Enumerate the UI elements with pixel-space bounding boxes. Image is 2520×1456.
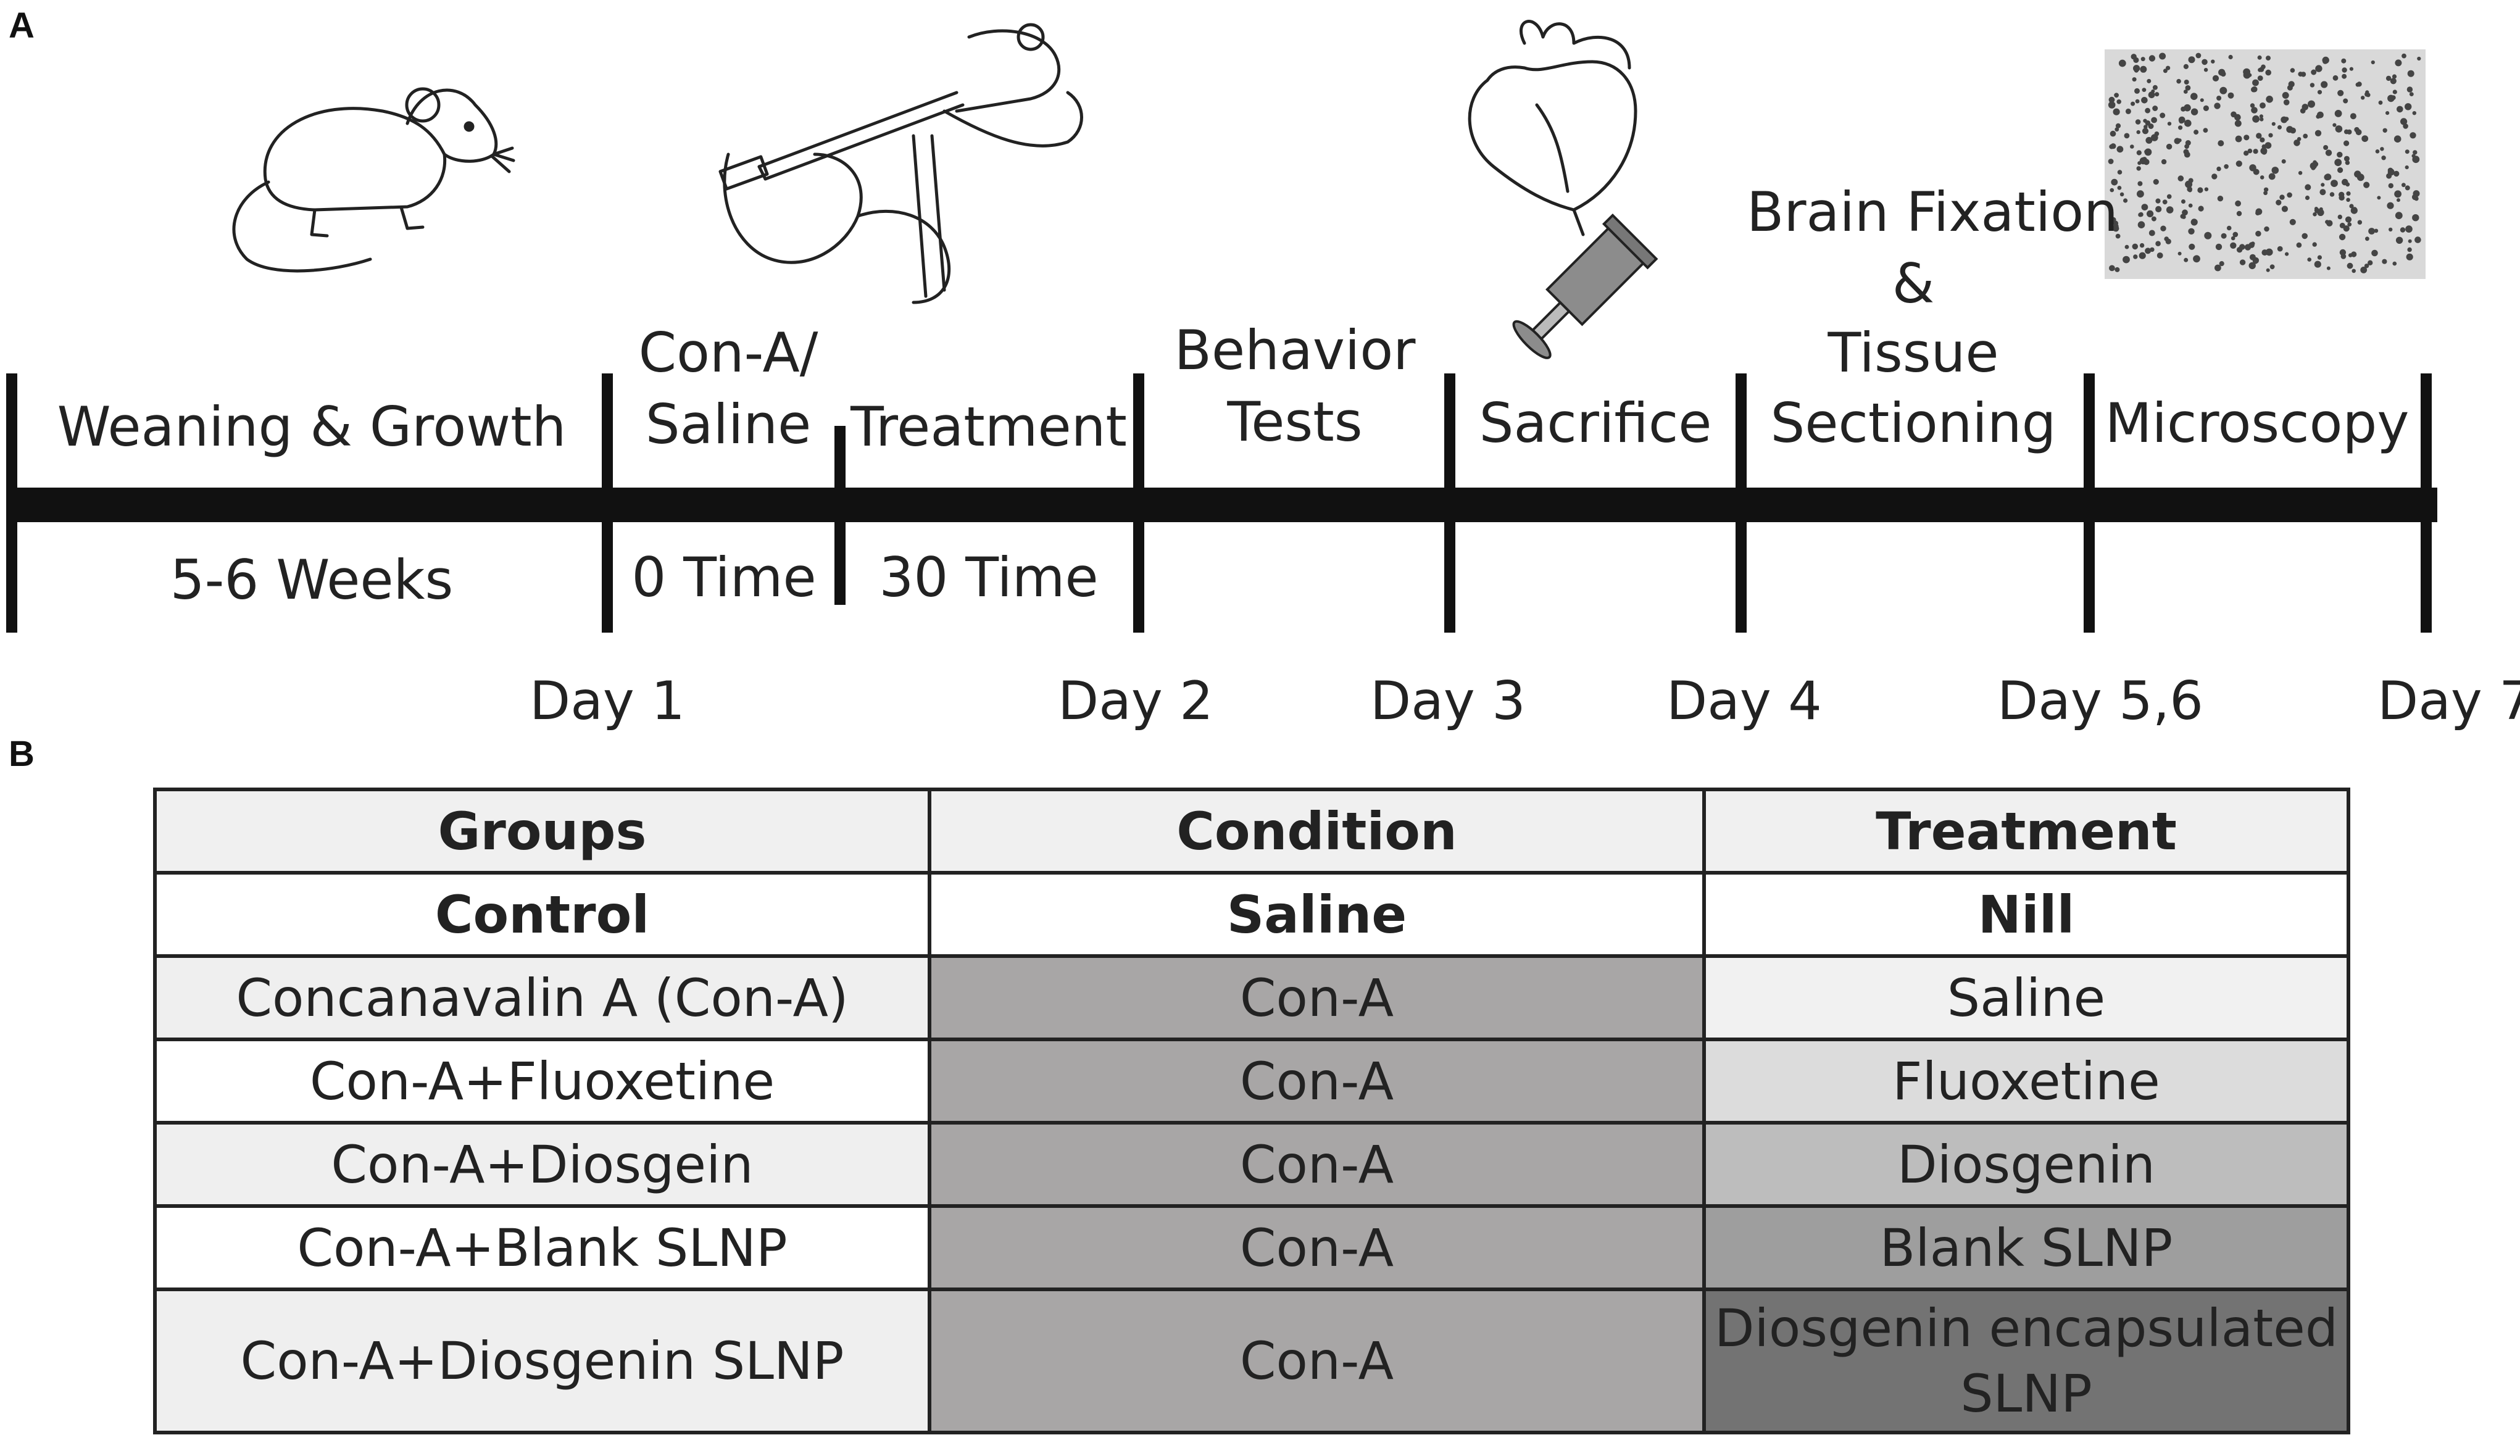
groups-table: Groups Condition Treatment Control Salin… [153, 788, 2350, 1434]
table-row: Con-A+Fluoxetine Con-A Fluoxetine [153, 1038, 2350, 1125]
heart-syringe-icon [1468, 20, 1658, 359]
microscopy-slide-icon [2105, 49, 2426, 279]
stage-brain-line3: Tissue [1828, 321, 1999, 385]
stage-behavior-line2: Tests [1227, 390, 1363, 454]
table-row: Con-A+Diosgenin SLNP Con-A Diosgenin enc… [153, 1288, 2350, 1434]
day-label: Day 1 [530, 670, 685, 732]
day-label: Day 3 [1370, 670, 1526, 732]
day-label: Day 5,6 [1997, 670, 2203, 732]
stage-behavior-line1: Behavior [1174, 318, 1416, 382]
group-cell: Con-A+Diosgenin SLNP [153, 1288, 931, 1434]
treatment-cell: Fluoxetine [1702, 1038, 2350, 1125]
treatment-cell: Saline [1702, 954, 2350, 1041]
treatment-line1: Diosgenin encapsulated [1714, 1298, 2339, 1358]
condition-cell: Saline [928, 871, 1706, 958]
group-cell: Con-A+Diosgein [153, 1121, 931, 1208]
group-cell: Concanavalin A (Con-A) [153, 954, 931, 1041]
table-header-row: Groups Condition Treatment [153, 788, 2350, 875]
condition-cell: Con-A [928, 954, 1706, 1041]
treatment-cell: Nill [1702, 871, 2350, 958]
stage-brain-line1: Brain Fixation [1747, 180, 2118, 244]
duration-zero-time: 0 Time [631, 546, 817, 609]
group-cell: Con-A+Fluoxetine [153, 1038, 931, 1125]
treatment-line2: SLNP [1960, 1363, 2092, 1424]
stage-treatment: Treatment [850, 395, 1127, 459]
stage-brain-line2: & [1892, 252, 1935, 315]
panel-letter-b: B [9, 734, 35, 774]
stage-sacrifice: Sacrifice [1479, 391, 1712, 455]
group-cell: Con-A+Blank SLNP [153, 1204, 931, 1291]
timeline-axis [6, 373, 2437, 633]
panel-letter-a: A [9, 6, 35, 46]
condition-cell: Con-A [928, 1204, 1706, 1291]
stage-brain-line4: Sectioning [1770, 391, 2056, 455]
condition-cell: Con-A [928, 1038, 1706, 1125]
group-cell: Control [153, 871, 931, 958]
day-label: Day 7 [2377, 670, 2520, 732]
duration-weeks: 5-6 Weeks [170, 548, 454, 612]
header-treatment: Treatment [1702, 788, 2350, 875]
day-label: Day 2 [1058, 670, 1213, 732]
header-groups: Groups [153, 788, 931, 875]
stage-cona-saline-line2: Saline [645, 393, 812, 456]
table-row-control: Control Saline Nill [153, 871, 2350, 958]
table-row: Concanavalin A (Con-A) Con-A Saline [153, 954, 2350, 1041]
header-condition: Condition [928, 788, 1706, 875]
table-row: Con-A+Diosgein Con-A Diosgenin [153, 1121, 2350, 1208]
table-row: Con-A+Blank SLNP Con-A Blank SLNP [153, 1204, 2350, 1291]
condition-cell: Con-A [928, 1288, 1706, 1434]
day-label: Day 4 [1666, 670, 1822, 732]
stage-cona-saline-line1: Con-A/ [638, 321, 818, 385]
stage-microscopy: Microscopy [2105, 391, 2410, 455]
treatment-cell: Diosgenin [1702, 1121, 2350, 1208]
treatment-cell: Blank SLNP [1702, 1204, 2350, 1291]
duration-thirty-time: 30 Time [879, 546, 1099, 609]
condition-cell: Con-A [928, 1121, 1706, 1208]
stage-weaning-growth: Weaning & Growth [57, 395, 567, 459]
treatment-cell: Diosgenin encapsulated SLNP [1702, 1288, 2350, 1434]
injection-icon [718, 23, 1083, 304]
mouse-icon [232, 87, 515, 273]
